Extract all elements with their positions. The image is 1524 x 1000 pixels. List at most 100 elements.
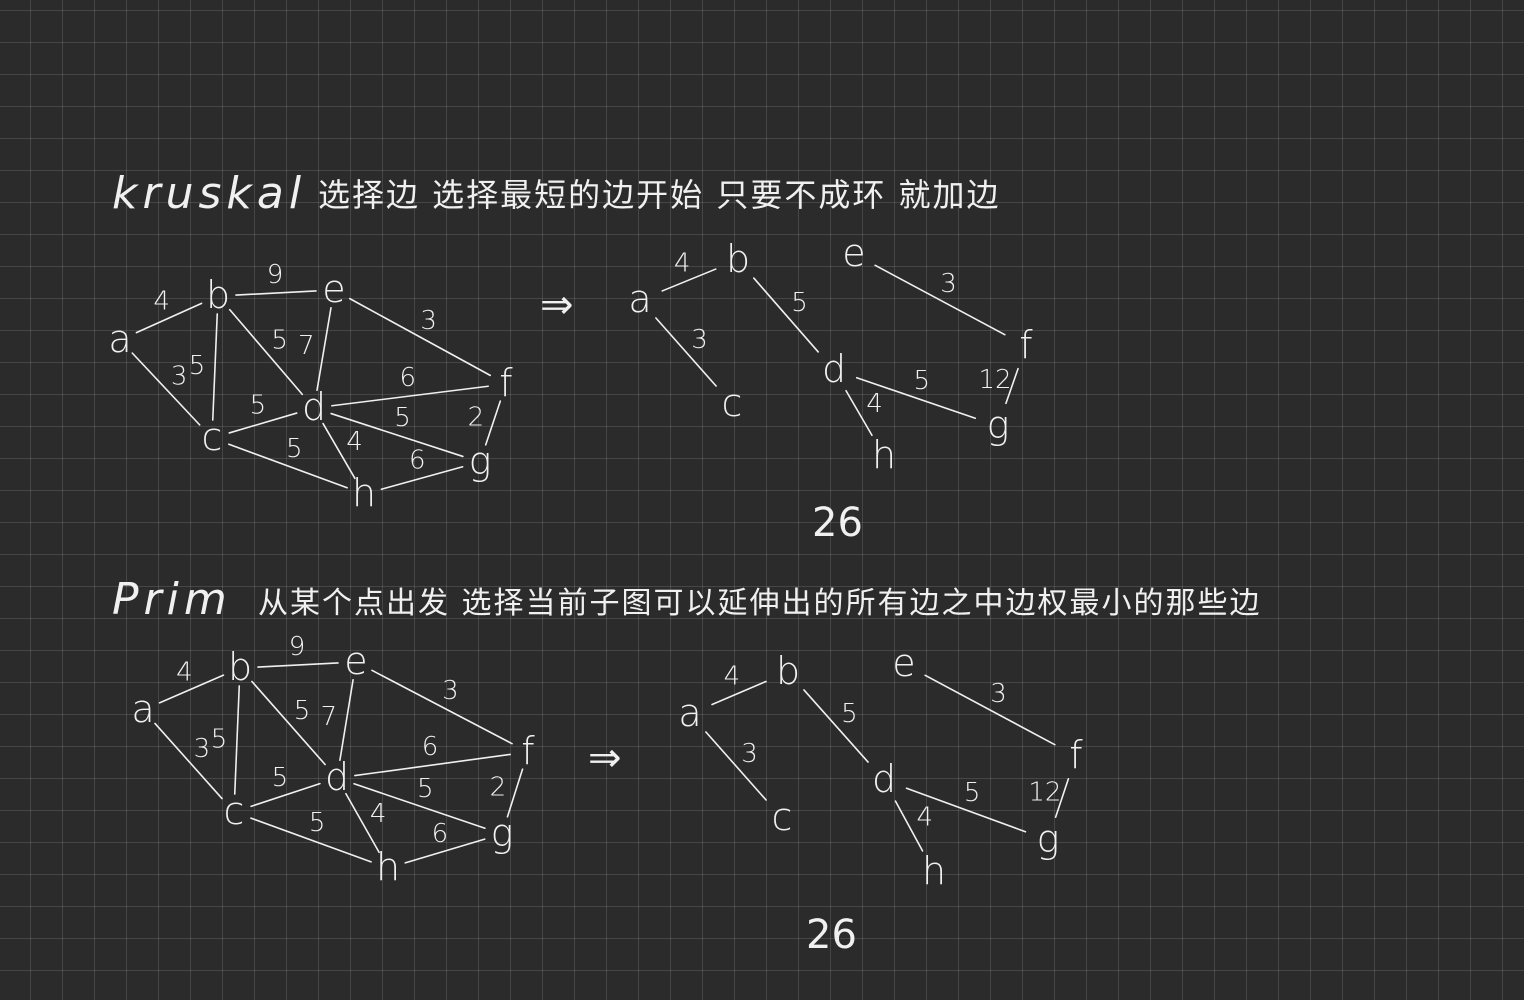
kruskal-tree-edge-e-f [874, 264, 1006, 336]
prim-tree-weight-a-b: 4 [724, 661, 741, 691]
prim-tree-node-h: h [922, 849, 946, 893]
prim-graph-node-g: g [491, 811, 514, 855]
prim-tree-edge-d-g [905, 787, 1027, 833]
kruskal-tree-edge-d-g [855, 376, 977, 420]
kruskal-tree-edge-f-g [1005, 367, 1019, 405]
kruskal-tree-node-e: e [842, 231, 865, 275]
kruskal-graph-weight-c-h: 5 [286, 434, 303, 464]
prim-graph-weight-a-c: 3 [194, 734, 211, 764]
kruskal-graph-weight-d-f: 6 [399, 363, 416, 393]
prim-tree-weight-b-d: 5 [841, 699, 858, 729]
prim-graph-node-f: f [521, 729, 535, 773]
kruskal-graph-edge-d-h [322, 422, 356, 480]
kruskal-tree-node-f: f [1019, 323, 1033, 367]
prim-graph-weight-a-b: 4 [176, 657, 193, 687]
kruskal-tree-edge-d-h [845, 389, 873, 437]
prim-graph-node-d: d [325, 755, 349, 799]
kruskal-tree-weight-d-h: 4 [866, 389, 883, 419]
prim-graph-weight-e-f: 3 [442, 676, 459, 706]
kruskal-tree-edge-a-c [655, 317, 717, 387]
prim-graph-weight-c-h: 5 [309, 808, 326, 838]
kruskal-description: 选择边 选择最短的边开始 只要不成环 就加边 [318, 176, 1001, 214]
kruskal-arrow: ⇒ [540, 282, 574, 328]
prim-graph-weight-h-g: 6 [432, 819, 449, 849]
prim-graph-weight-d-f: 6 [422, 732, 439, 762]
prim-graph-weight-d-h: 4 [370, 799, 387, 829]
prim-graph-node-h: h [376, 845, 400, 889]
prim-tree-weight-d-g: 5 [964, 778, 981, 808]
prim-graph-edge-d-h [345, 792, 380, 854]
kruskal-graph-node-g: g [469, 439, 492, 483]
prim-tree-edge-a-b [711, 680, 767, 706]
prim-graph-weight-d-g: 5 [417, 774, 434, 804]
prim-graph-weight-b-c: 5 [211, 724, 228, 754]
prim-tree-node-f: f [1069, 733, 1083, 777]
kruskal-graph-node-d: d [302, 385, 326, 429]
kruskal-graph-edge-b-d [228, 308, 304, 396]
prim-graph-edge-b-c [233, 685, 241, 795]
prim-arrow: ⇒ [588, 735, 622, 781]
prim-tree-edge-b-d [803, 689, 869, 763]
prim-tree-weight-d-h: 4 [917, 802, 934, 832]
prim-tree-edge-d-h [894, 800, 924, 852]
kruskal-tree-node-c: c [722, 381, 743, 425]
kruskal-graph-weight-a-c: 3 [171, 362, 188, 392]
kruskal-graph-weight-b-c: 5 [189, 351, 206, 381]
prim-graph-edge-e-d [339, 678, 354, 762]
prim-graph-node-c: c [224, 789, 245, 833]
kruskal-tree-node-b: b [726, 237, 750, 281]
prim-tree-node-d: d [872, 757, 896, 801]
kruskal-graph-weight-e-d: 7 [298, 331, 315, 361]
kruskal-graph-node-e: e [322, 267, 345, 311]
prim-graph-weight-c-d: 5 [272, 763, 289, 793]
kruskal-tree-node-d: d [822, 347, 846, 391]
kruskal-tree-weight-f-g: 12 [978, 365, 1011, 395]
prim-graph-weight-f-g: 2 [490, 773, 507, 803]
kruskal-graph-edge-d-g [330, 412, 464, 458]
kruskal-graph-edge-h-g [380, 465, 464, 491]
kruskal-tree-weight-d-g: 5 [914, 366, 931, 396]
prim-tree-edge-e-f [924, 674, 1056, 746]
kruskal-graph-node-h: h [352, 471, 376, 515]
prim-tree-node-g: g [1037, 817, 1060, 861]
prim-title: Prim [112, 574, 232, 625]
kruskal-graph-edge-f-g [484, 400, 502, 446]
kruskal-graph-node-c: c [202, 415, 223, 459]
kruskal-graph-edge-e-d [316, 306, 332, 392]
kruskal-graph-weight-h-g: 6 [409, 446, 426, 476]
kruskal-graph-edge-b-e [235, 290, 317, 296]
prim-tree-edge-f-g [1054, 777, 1070, 819]
prim-tree-edge-a-c [705, 731, 767, 801]
prim-tree-weight-f-g: 12 [1028, 777, 1061, 807]
prim-graph-edge-c-h [250, 817, 372, 863]
kruskal-graph-weight-b-e: 9 [267, 260, 284, 290]
prim-tree-node-c: c [772, 795, 793, 839]
kruskal-tree-edge-a-b [661, 268, 717, 292]
kruskal-title: kruskal [112, 168, 307, 219]
kruskal-graph-edge-b-c [211, 313, 219, 421]
kruskal-tree-weight-b-d: 5 [791, 288, 808, 318]
kruskal-graph-edge-a-b [135, 302, 203, 334]
prim-tree-node-a: a [678, 691, 701, 735]
prim-graph-edge-d-g [353, 782, 486, 830]
kruskal-graph-edge-c-d [228, 412, 298, 434]
kruskal-tree-weight-e-f: 3 [940, 269, 957, 299]
kruskal-graph-edge-a-c [131, 352, 201, 426]
kruskal-graph-weight-e-f: 3 [420, 306, 437, 336]
prim-graph-edge-a-b [158, 674, 225, 704]
kruskal-graph-edge-c-h [228, 443, 348, 489]
prim-graph-edge-e-f [371, 669, 513, 745]
prim-graph-node-a: a [131, 687, 154, 731]
kruskal-graph-edge-d-f [331, 385, 489, 407]
prim-graph-edge-b-d [251, 680, 326, 766]
prim-graph-weight-b-d: 5 [294, 696, 311, 726]
prim-total: 26 [806, 912, 857, 958]
prim-graph-edge-c-d [250, 782, 321, 808]
kruskal-graph-weight-a-b: 4 [153, 287, 170, 317]
kruskal-tree-edge-b-d [752, 277, 820, 353]
